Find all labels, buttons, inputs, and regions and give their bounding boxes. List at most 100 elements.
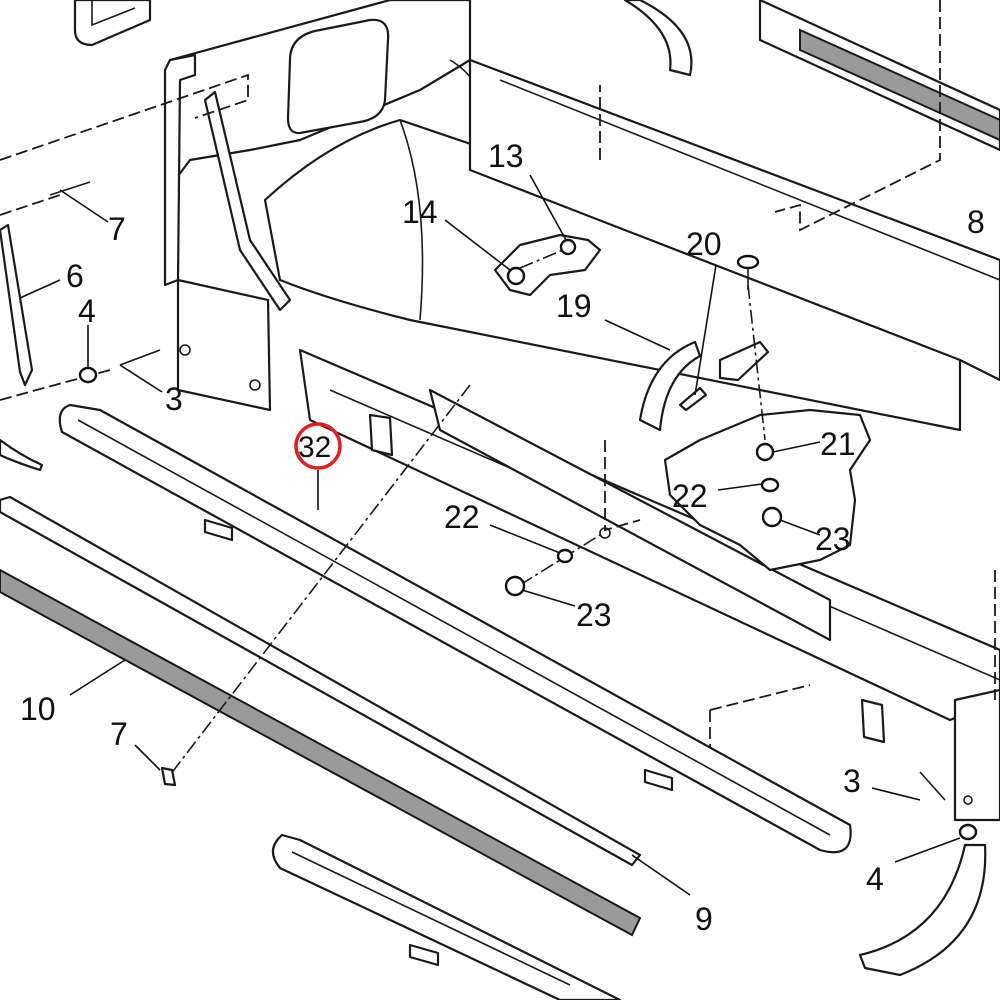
leader-9 — [631, 854, 691, 896]
frame-structure — [73, 0, 1000, 822]
centerline-13 — [519, 244, 576, 269]
callout-23-right: 23 — [815, 521, 851, 557]
hardware-23-nut — [761, 506, 783, 528]
left-vertical-brace — [163, 53, 197, 287]
strap-6 — [0, 223, 34, 387]
right-end-panel — [953, 688, 1000, 822]
tunnel-tube — [263, 118, 962, 432]
callout-7-lower: 7 — [110, 716, 128, 752]
callout-4-left: 4 — [78, 293, 96, 329]
callout-7-upper: 7 — [108, 211, 126, 247]
leader-7a — [59, 189, 109, 223]
hardware-3-bolt-right — [919, 771, 946, 801]
bracket-hole-2 — [249, 379, 261, 391]
callout-23-lower: 23 — [576, 597, 612, 633]
channel-32-inner — [77, 419, 831, 836]
strip-10 — [0, 568, 642, 937]
dashed-outline-shield — [604, 440, 641, 532]
hole-marker — [599, 527, 611, 539]
bracket-hole-1 — [179, 344, 191, 356]
side-wall-window — [286, 18, 390, 135]
bottom-rails — [0, 223, 987, 1000]
callout-14: 14 — [402, 194, 438, 230]
rear-rail-line — [499, 79, 1000, 281]
lower-channel-tab — [408, 943, 440, 967]
hardware-20-bolt-head — [736, 254, 760, 270]
leader-23a — [779, 519, 821, 536]
callout-22-lower: 22 — [444, 499, 480, 535]
centerline-22 — [519, 534, 601, 586]
callout-9: 9 — [695, 901, 713, 937]
leader-21 — [772, 441, 821, 453]
hardware-14-bolt — [506, 266, 526, 286]
leader-6 — [19, 279, 61, 299]
floor-rail-lip — [428, 388, 832, 642]
hardware-21-nut — [755, 442, 775, 462]
dashed-outline-top-left — [0, 73, 249, 161]
hole-marker-right — [963, 795, 973, 805]
centerline-21 — [747, 284, 766, 441]
strap-right — [858, 843, 987, 977]
hardware-7-rivet-lower — [160, 766, 177, 787]
callout-3-right: 3 — [843, 763, 861, 799]
angled-support-arm — [203, 90, 292, 312]
channel-32-tab — [203, 518, 234, 542]
leader-3a — [119, 364, 163, 393]
centerline-7 — [169, 384, 471, 776]
hardware-4-nut-right — [958, 823, 978, 841]
callout-3-left: 3 — [165, 381, 183, 417]
callout-19: 19 — [556, 288, 592, 324]
leader-14 — [444, 219, 511, 271]
callout-4-right: 4 — [866, 861, 884, 897]
callout-22-right: 22 — [672, 478, 708, 514]
hardware-clamp-bolt — [678, 386, 708, 412]
leader-22a — [717, 483, 763, 491]
leader-23b — [521, 589, 576, 607]
hardware-23-nut-lower — [504, 575, 526, 597]
leader-3b — [871, 787, 921, 801]
hardware-13-nut — [559, 238, 577, 256]
clamp-strap — [638, 340, 702, 432]
callout-10: 10 — [20, 691, 56, 727]
lower-channel-inner — [291, 851, 571, 986]
callout-8: 8 — [967, 204, 985, 240]
channel-32-tab-2 — [643, 768, 674, 792]
lower-bracket-plate — [176, 278, 272, 412]
strap-lower-left — [0, 438, 44, 472]
dashed-outline-top-right — [774, 0, 941, 232]
hardware-3-bolt — [119, 349, 161, 366]
leader-7b — [134, 744, 161, 771]
clamp-tab — [718, 340, 770, 382]
highlight-ring-32[interactable] — [294, 422, 342, 470]
lower-channel — [271, 833, 622, 1000]
leader-19 — [604, 319, 671, 351]
callout-21: 21 — [820, 426, 856, 462]
callout-6: 6 — [66, 258, 84, 294]
strip-9 — [0, 495, 642, 867]
leader-lines — [19, 174, 961, 896]
top-right-strip — [799, 28, 1000, 142]
hardware-7-rivet — [49, 181, 91, 196]
leader-4b — [894, 837, 961, 863]
callout-labels: 13 14 20 19 8 7 6 4 3 21 22 22 23 23 32 … — [20, 138, 985, 937]
callout-20: 20 — [686, 226, 722, 262]
hardware-22-washer-lower — [556, 548, 574, 564]
assembly-centerlines — [169, 244, 766, 776]
dashed-outline-left-1 — [0, 194, 61, 216]
leader-22b — [489, 524, 561, 554]
small-tab-2 — [860, 698, 886, 744]
top-curved-strap — [623, 0, 693, 77]
upper-window-inner — [91, 0, 136, 27]
leader-10 — [69, 659, 126, 696]
callout-13: 13 — [488, 138, 524, 174]
hardware-22-washer — [760, 477, 780, 493]
callout-32: 32 — [298, 431, 331, 464]
leader-13 — [529, 174, 567, 241]
rear-long-rail — [468, 58, 1000, 382]
hardware-4-nut — [78, 366, 98, 384]
tube-edge — [399, 119, 424, 321]
upper-window-panel — [73, 0, 152, 47]
leader-20 — [694, 264, 717, 396]
